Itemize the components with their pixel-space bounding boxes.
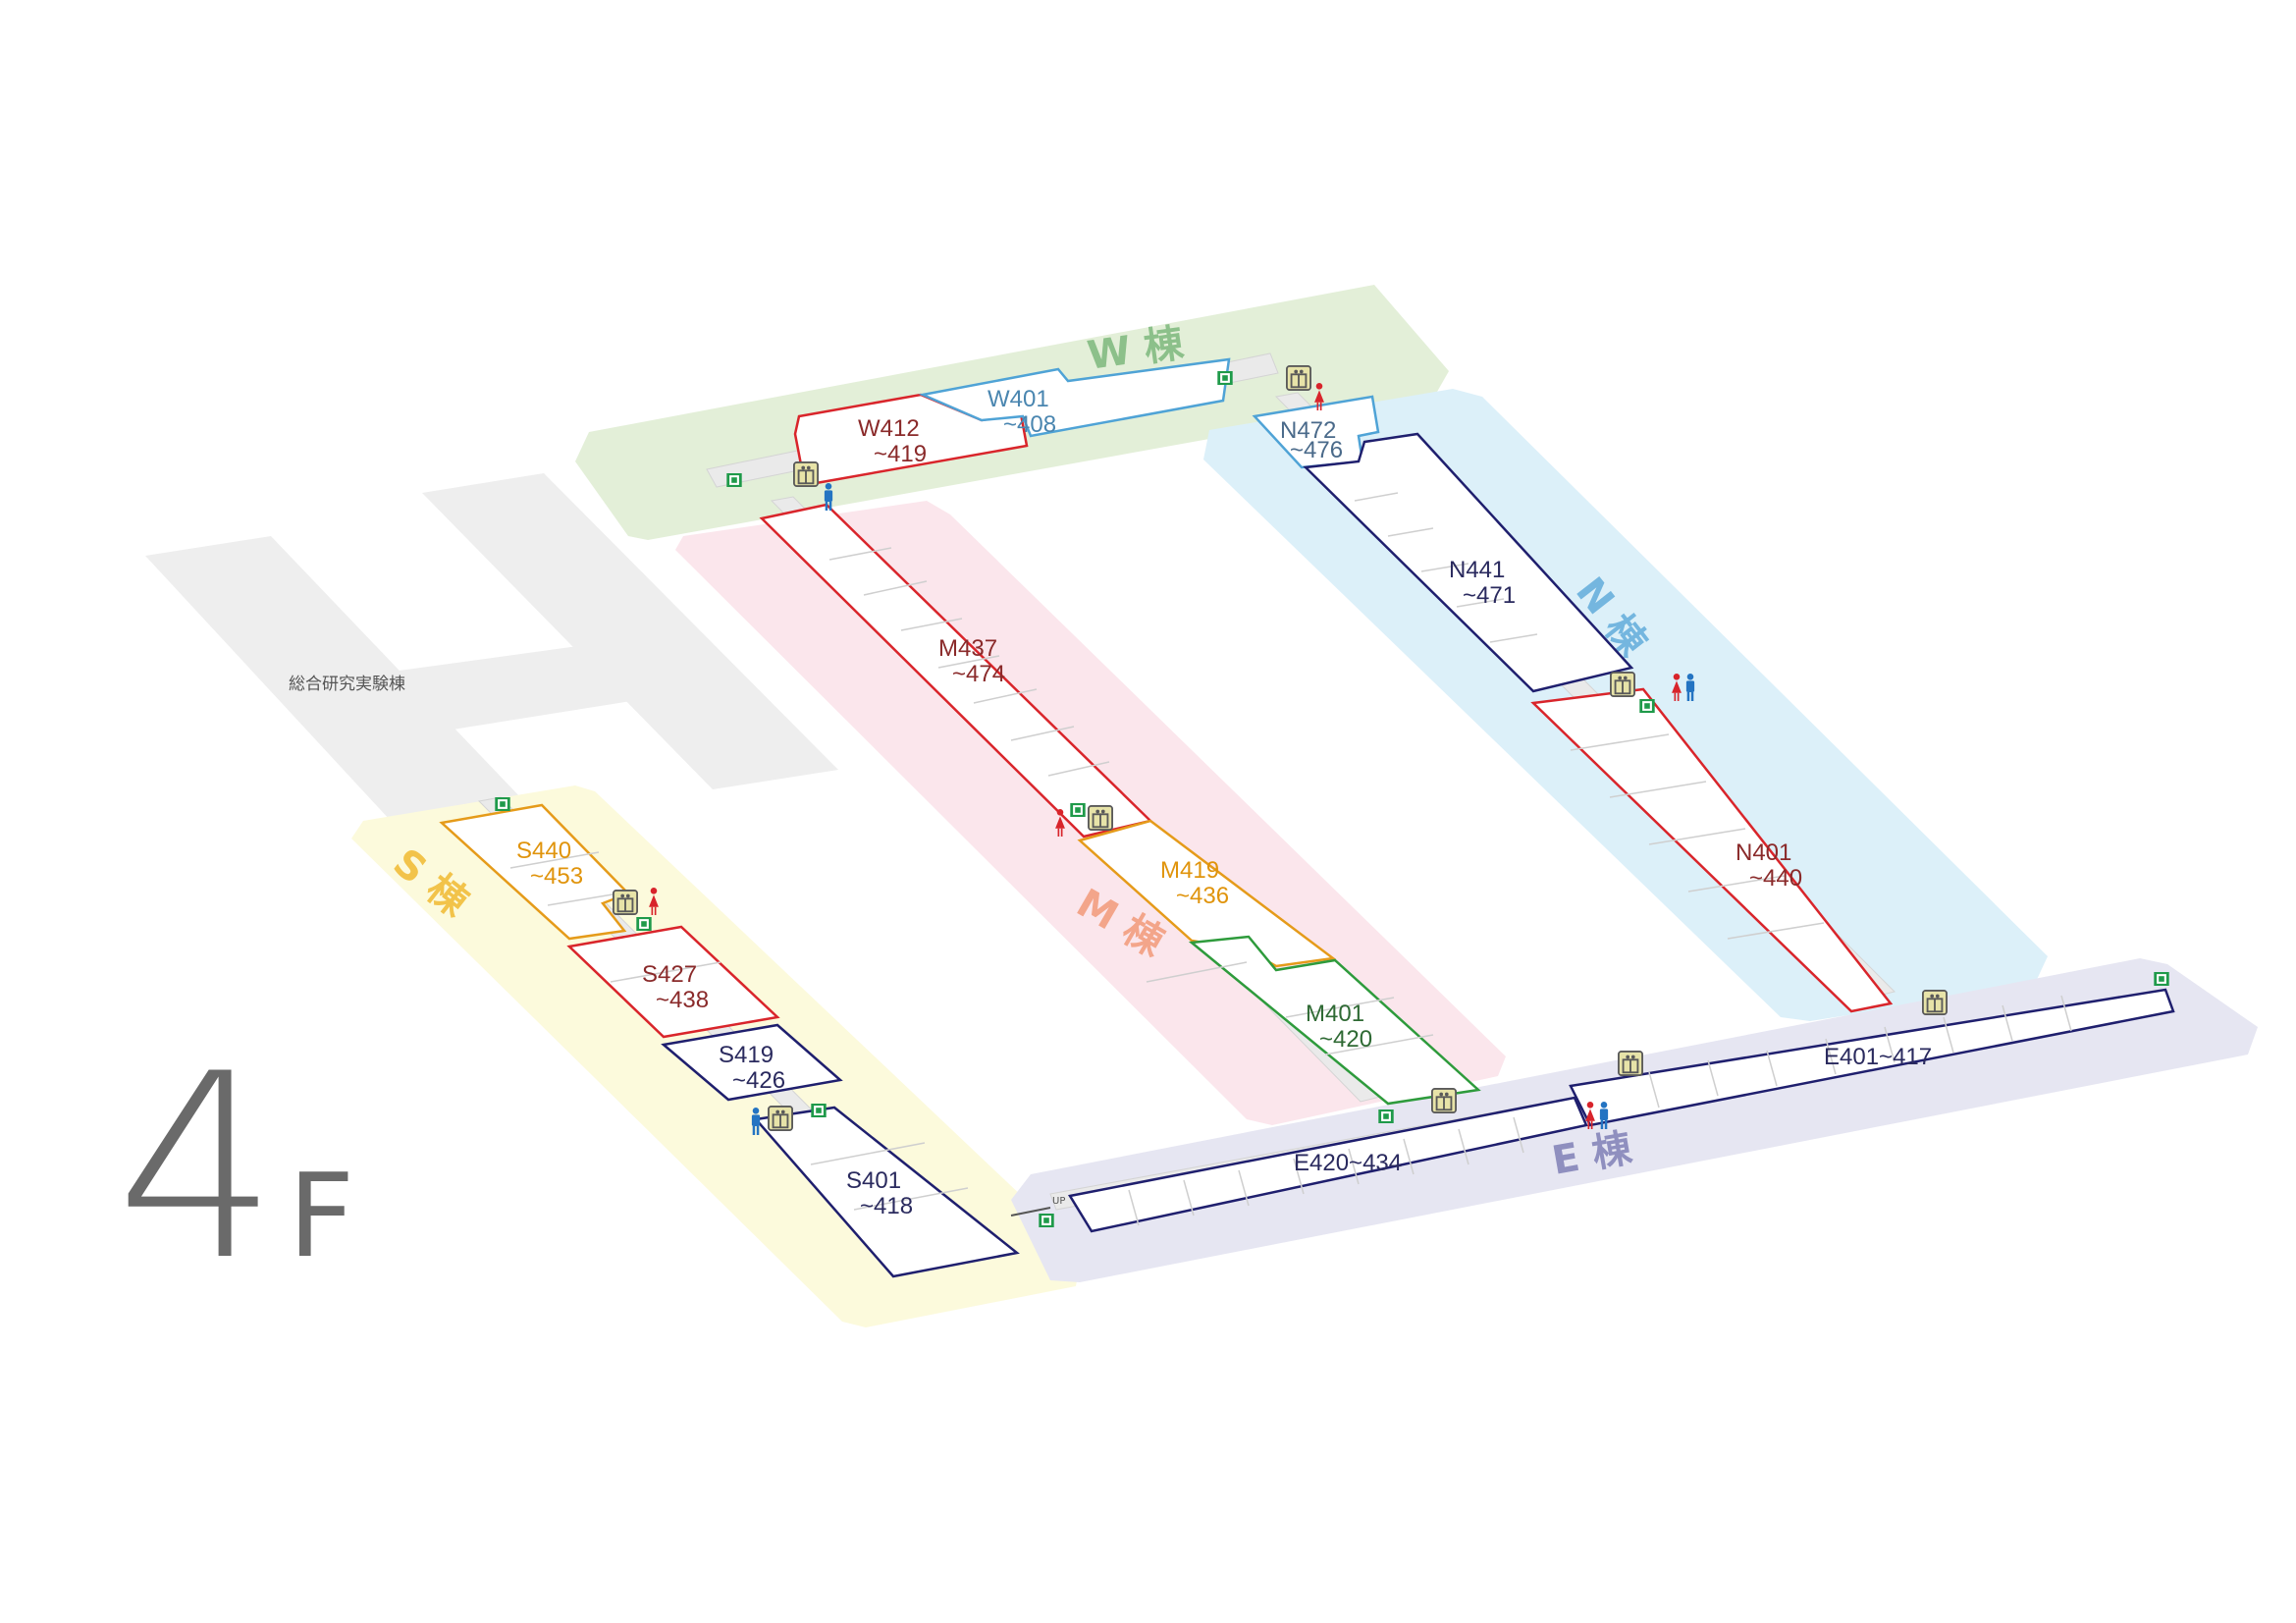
elevator-icon <box>1618 1051 1643 1076</box>
range-m419: M419 ~436 <box>1160 857 1229 909</box>
range-w401-end: ~408 <box>1003 411 1056 438</box>
range-w401-start: W401 <box>988 386 1049 412</box>
range-n472: N472 ~476 <box>1280 417 1343 463</box>
range-w401: W401 ~408 <box>988 386 1056 438</box>
range-n472-end: ~476 <box>1290 437 1343 463</box>
block-s427 <box>566 925 780 1039</box>
range-s401-end: ~418 <box>860 1193 913 1219</box>
range-s419: S419 ~426 <box>719 1042 785 1094</box>
range-m437: M437 ~474 <box>938 635 1005 687</box>
emergency-exit-icon <box>811 1104 827 1117</box>
stairs-up: UP <box>1010 1196 1065 1217</box>
range-n401: N401 ~440 <box>1735 839 1802 892</box>
block-e401 <box>1569 988 2175 1127</box>
stairs-up-label: UP <box>1052 1196 1065 1207</box>
range-e420: E420~434 <box>1294 1150 1402 1176</box>
block-n401 <box>1530 687 1894 1013</box>
range-e401-label: E401~417 <box>1824 1044 1932 1070</box>
emergency-exit-icon <box>1639 699 1655 713</box>
emergency-exit-icon <box>636 917 652 931</box>
range-e420-label: E420~434 <box>1294 1150 1402 1176</box>
elevator-icon <box>1088 805 1113 831</box>
range-s401: S401 ~418 <box>846 1167 913 1219</box>
elevator-icon <box>1286 365 1311 391</box>
room-dividers <box>509 492 2072 1226</box>
range-n401-start: N401 <box>1735 839 1791 866</box>
block-e420 <box>1067 1096 1588 1233</box>
range-n441-end: ~471 <box>1463 582 1516 609</box>
annex-building: 総合研究実験棟 <box>145 473 838 821</box>
floor-label: 4F <box>116 1041 354 1296</box>
block-m401 <box>1188 935 1481 1106</box>
range-e401: E401~417 <box>1824 1044 1932 1070</box>
elevator-icon <box>1431 1088 1457 1113</box>
floor-number: 4 <box>116 1020 279 1317</box>
block-w401 <box>918 357 1231 438</box>
range-m437-end: ~474 <box>952 661 1005 687</box>
range-n472-start: N472 <box>1280 417 1336 444</box>
range-n401-end: ~440 <box>1749 865 1802 892</box>
range-m437-start: M437 <box>938 635 997 662</box>
elevator-icon <box>1922 990 1948 1015</box>
annex-bridge <box>363 642 656 734</box>
range-s419-end: ~426 <box>732 1067 785 1094</box>
range-s427-start: S427 <box>642 961 697 988</box>
annex-label: 総合研究実験棟 <box>289 675 405 694</box>
range-s427: S427 ~438 <box>642 961 709 1013</box>
range-n441-start: N441 <box>1449 557 1505 583</box>
range-m401-start: M401 <box>1306 1001 1364 1027</box>
range-m419-end: ~436 <box>1176 883 1229 909</box>
emergency-exit-icon <box>1378 1109 1394 1123</box>
range-w412: W412 ~419 <box>858 415 927 467</box>
emergency-exit-icon <box>1039 1214 1054 1227</box>
block-m419 <box>1077 819 1337 968</box>
floor-suffix: F <box>288 1148 355 1283</box>
elevator-icon <box>768 1106 793 1131</box>
range-s440-start: S440 <box>516 838 571 864</box>
elevator-icon <box>793 461 819 487</box>
range-n441: N441 ~471 <box>1449 557 1516 609</box>
range-s401-start: S401 <box>846 1167 901 1194</box>
range-s440-end: ~453 <box>530 863 583 890</box>
range-m419-start: M419 <box>1160 857 1219 884</box>
stairs-arrow-icon <box>1010 1207 1051 1217</box>
annex-wing-left <box>145 536 522 821</box>
emergency-exit-icon <box>2154 972 2169 986</box>
range-w412-end: ~419 <box>874 441 927 467</box>
block-n472 <box>1252 395 1380 469</box>
elevator-icon <box>1610 672 1635 697</box>
range-w412-start: W412 <box>858 415 920 442</box>
emergency-exit-icon <box>726 473 742 487</box>
emergency-exit-icon <box>1217 371 1233 385</box>
emergency-exit-icon <box>1070 803 1086 817</box>
room-blocks <box>439 357 2175 1278</box>
block-s419 <box>661 1023 843 1102</box>
block-s440 <box>439 803 631 941</box>
range-s419-start: S419 <box>719 1042 774 1068</box>
elevator-icon <box>613 890 638 915</box>
room-ranges: W412 ~419 W401 ~408 N472 ~476 N441 ~471 … <box>516 386 1932 1219</box>
annex-wing-right <box>422 473 838 789</box>
range-s427-end: ~438 <box>656 987 709 1013</box>
block-s401 <box>753 1106 1020 1278</box>
range-m401: M401 ~420 <box>1306 1001 1372 1053</box>
emergency-exit-icon <box>495 797 510 811</box>
range-s440: S440 ~453 <box>516 838 583 890</box>
range-m401-end: ~420 <box>1319 1026 1372 1053</box>
block-n441 <box>1303 432 1634 693</box>
